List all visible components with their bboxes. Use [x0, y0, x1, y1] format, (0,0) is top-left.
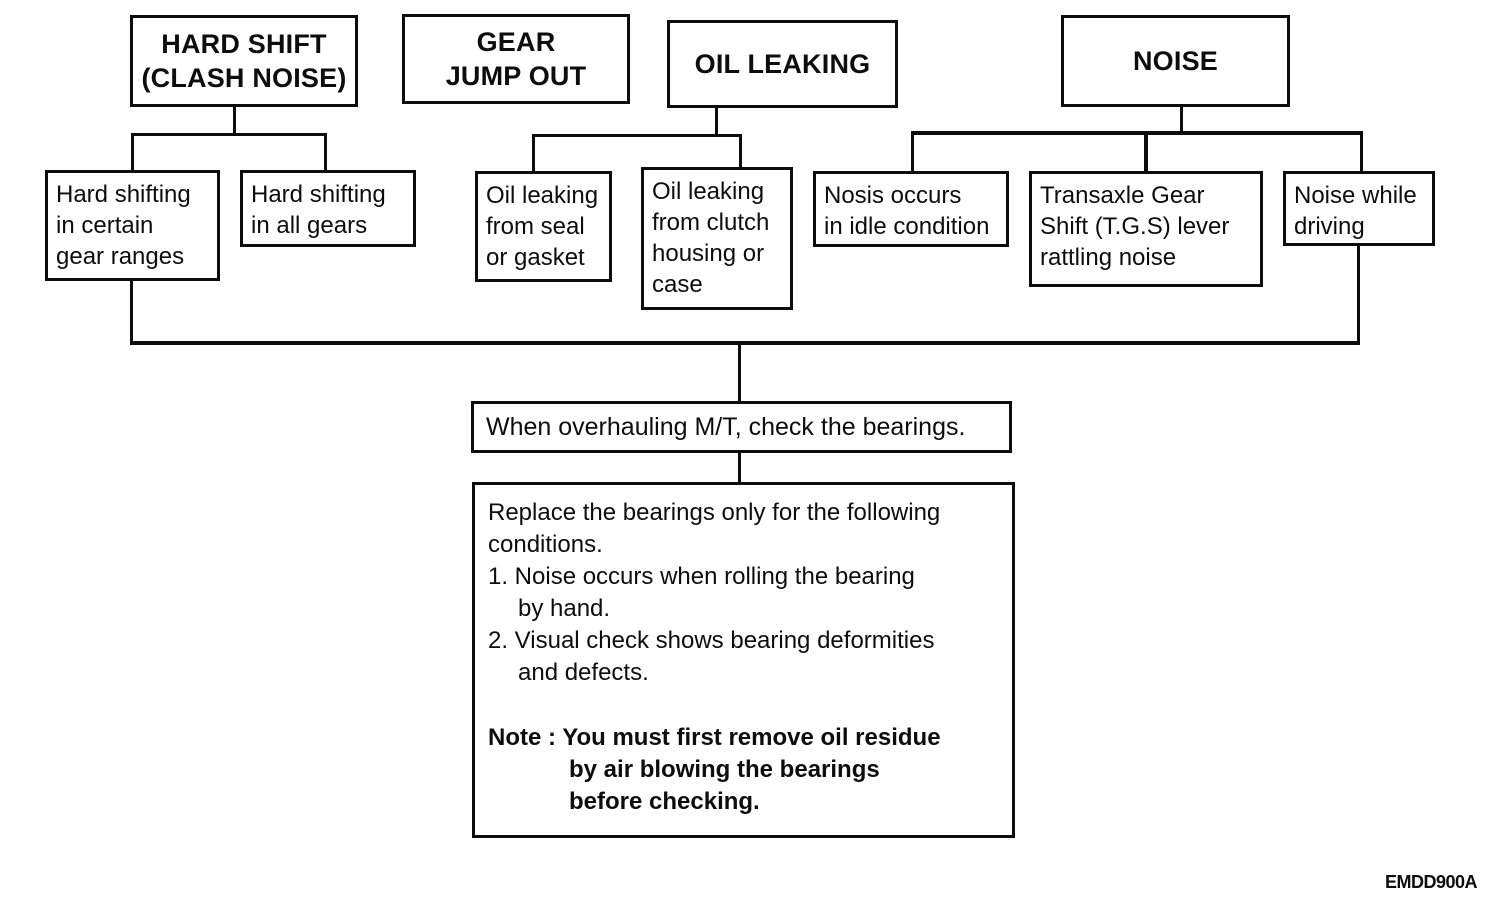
node-label: When overhauling M/T, check the bearings…: [486, 412, 966, 441]
node-label: Oil leaking: [652, 178, 765, 205]
connector-line: [911, 131, 1363, 135]
note-line: before checking.: [569, 788, 760, 815]
connector-line: [738, 345, 741, 401]
node-hard-shifting-all-gears: Hard shifting in all gears: [240, 170, 416, 247]
node-nosis-occurs-idle: Nosis occurs in idle condition: [813, 171, 1009, 247]
node-label: housing or: [652, 240, 765, 267]
node-label: case: [652, 271, 703, 298]
node-label: from clutch: [652, 209, 770, 236]
node-label: HARD SHIFT: [161, 29, 327, 59]
connector-line: [739, 134, 742, 167]
condition-item: 1. Noise occurs when rolling the bearing: [488, 563, 915, 590]
connector-line: [715, 108, 718, 136]
connector-line: [233, 107, 236, 135]
node-check-bearings: When overhauling M/T, check the bearings…: [471, 401, 1012, 453]
node-label: Hard shifting: [56, 181, 191, 208]
node-hard-shifting-certain-gear-ranges: Hard shifting in certain gear ranges: [45, 170, 220, 281]
note-line: Note : You must first remove oil residue: [488, 724, 941, 751]
connector-line: [1357, 246, 1360, 345]
note-line: by air blowing the bearings: [569, 756, 880, 783]
node-label: Noise while: [1294, 182, 1417, 209]
node-label: OIL LEAKING: [694, 49, 871, 79]
node-noise-while-driving: Noise while driving: [1283, 171, 1435, 246]
node-label: in all gears: [251, 212, 368, 239]
connector-line: [130, 281, 133, 345]
node-label: Shift (T.G.S) lever: [1040, 213, 1230, 240]
condition-item: by hand.: [518, 595, 611, 622]
node-replace-conditions: Replace the bearings only for the follow…: [472, 482, 1015, 838]
node-label: GEAR: [476, 27, 556, 57]
node-oil-leaking-seal-gasket: Oil leaking from seal or gasket: [475, 171, 612, 282]
connector-line: [1144, 131, 1148, 171]
node-label: in idle condition: [824, 213, 990, 240]
node-label: NOISE: [1132, 46, 1219, 76]
connector-line: [532, 134, 742, 137]
node-label: Oil leaking: [486, 182, 599, 209]
node-label: driving: [1294, 213, 1365, 240]
condition-item: 2. Visual check shows bearing deformitie…: [488, 627, 935, 654]
connector-line: [738, 453, 741, 482]
blank-line: [488, 689, 1012, 722]
node-hard-shift: HARD SHIFT (CLASH NOISE): [130, 15, 358, 107]
node-oil-leaking-clutch-housing: Oil leaking from clutch housing or case: [641, 167, 793, 310]
node-label: rattling noise: [1040, 244, 1177, 271]
node-label: from seal: [486, 213, 585, 240]
node-noise: NOISE: [1061, 15, 1290, 107]
node-label: JUMP OUT: [445, 61, 587, 91]
node-label: Transaxle Gear: [1040, 182, 1205, 209]
node-label: gear ranges: [56, 243, 185, 270]
node-transaxle-gear-shift-lever: Transaxle Gear Shift (T.G.S) lever rattl…: [1029, 171, 1263, 287]
connector-line: [131, 133, 327, 136]
connector-line: [1180, 107, 1183, 133]
condition-item: and defects.: [518, 659, 649, 686]
node-label: Nosis occurs: [824, 182, 962, 209]
connector-bus-line: [130, 341, 1360, 345]
node-gear-jump-out: GEAR JUMP OUT: [402, 14, 630, 104]
connector-line: [1360, 131, 1363, 171]
conditions-intro-line: Replace the bearings only for the follow…: [488, 499, 941, 526]
node-label: Hard shifting: [251, 181, 386, 208]
node-label: or gasket: [486, 244, 585, 271]
conditions-intro-line: conditions.: [488, 531, 603, 558]
connector-line: [532, 134, 535, 171]
connector-line: [324, 133, 327, 171]
node-label: (CLASH NOISE): [141, 63, 347, 93]
connector-line: [911, 131, 914, 171]
node-oil-leaking: OIL LEAKING: [667, 20, 898, 108]
figure-code: EMDD900A: [1384, 872, 1478, 892]
connector-line: [131, 133, 134, 171]
node-label: in certain: [56, 212, 154, 239]
